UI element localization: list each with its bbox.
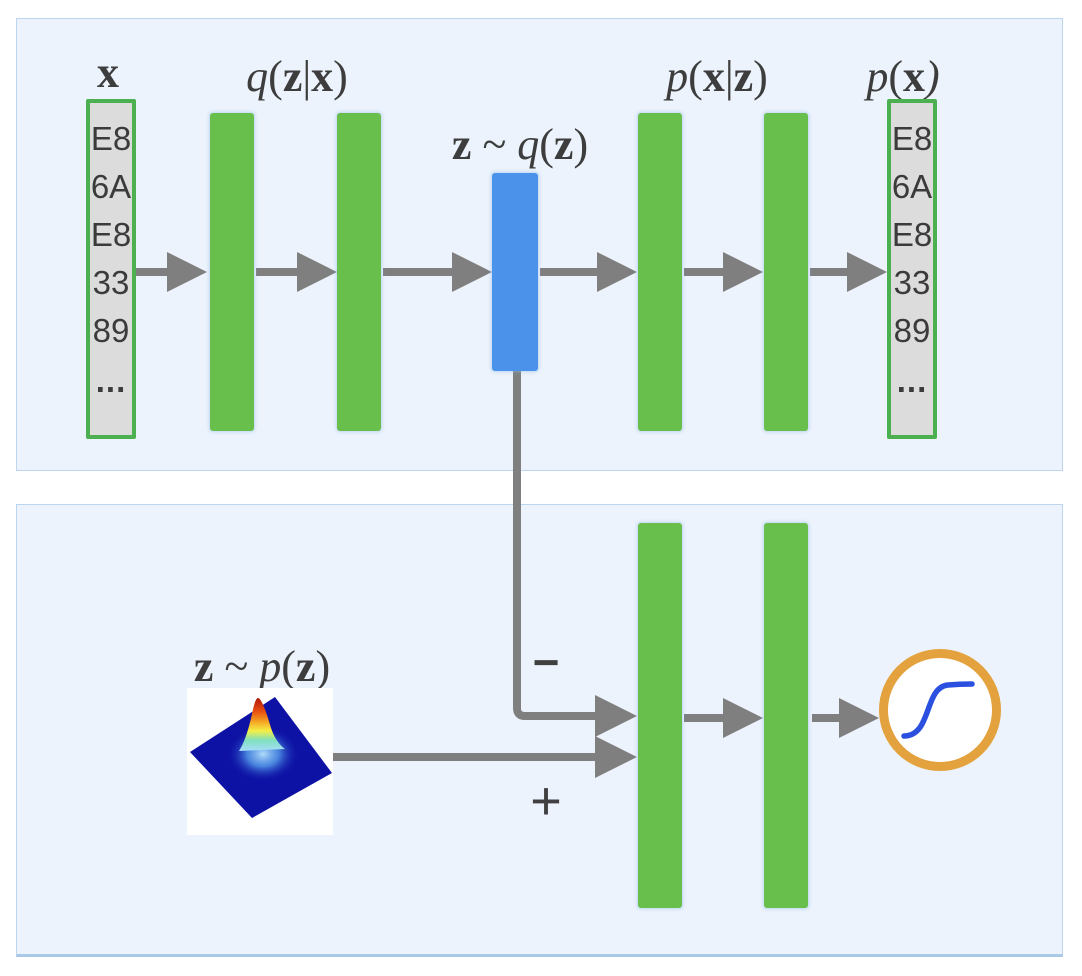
output-vector: E8 6A E8 33 89 ... xyxy=(887,99,937,439)
discriminator-layer-2 xyxy=(764,523,808,908)
decoder-label: p(x|z) xyxy=(666,52,768,101)
latent-label: z ~ q(z) xyxy=(451,120,589,169)
vector-value: E8 xyxy=(90,120,132,157)
vector-value: 89 xyxy=(92,312,130,349)
encoder-label: q(z|x) xyxy=(246,52,348,101)
vector-value: 89 xyxy=(893,312,931,349)
vector-ellipsis: ... xyxy=(95,362,127,399)
latent-vector-bar xyxy=(492,173,538,371)
vector-ellipsis: ... xyxy=(896,362,928,399)
prior-label: z ~ p(z) xyxy=(193,642,331,691)
vector-value: 33 xyxy=(92,264,130,301)
decoder-layer-2 xyxy=(764,113,808,431)
plus-sign: + xyxy=(530,771,562,831)
vector-value: 33 xyxy=(893,264,931,301)
gaussian-surface-icon xyxy=(187,688,333,835)
decoder-layer-1 xyxy=(638,113,682,431)
encoder-layer-2 xyxy=(337,113,381,431)
vector-value: E8 xyxy=(891,120,933,157)
input-label: x xyxy=(97,48,119,97)
discriminator-layer-1 xyxy=(638,523,682,908)
input-vector: E8 6A E8 33 89 ... xyxy=(86,99,136,439)
output-label: p(x) xyxy=(866,52,940,101)
vector-value: 6A xyxy=(891,168,933,205)
encoder-layer-1 xyxy=(210,113,254,431)
minus-sign: − xyxy=(532,636,560,688)
sigmoid-output-node xyxy=(879,649,1001,771)
vector-value: E8 xyxy=(90,216,132,253)
sigmoid-curve-icon xyxy=(901,681,975,739)
vector-value: E8 xyxy=(891,216,933,253)
vector-value: 6A xyxy=(90,168,132,205)
